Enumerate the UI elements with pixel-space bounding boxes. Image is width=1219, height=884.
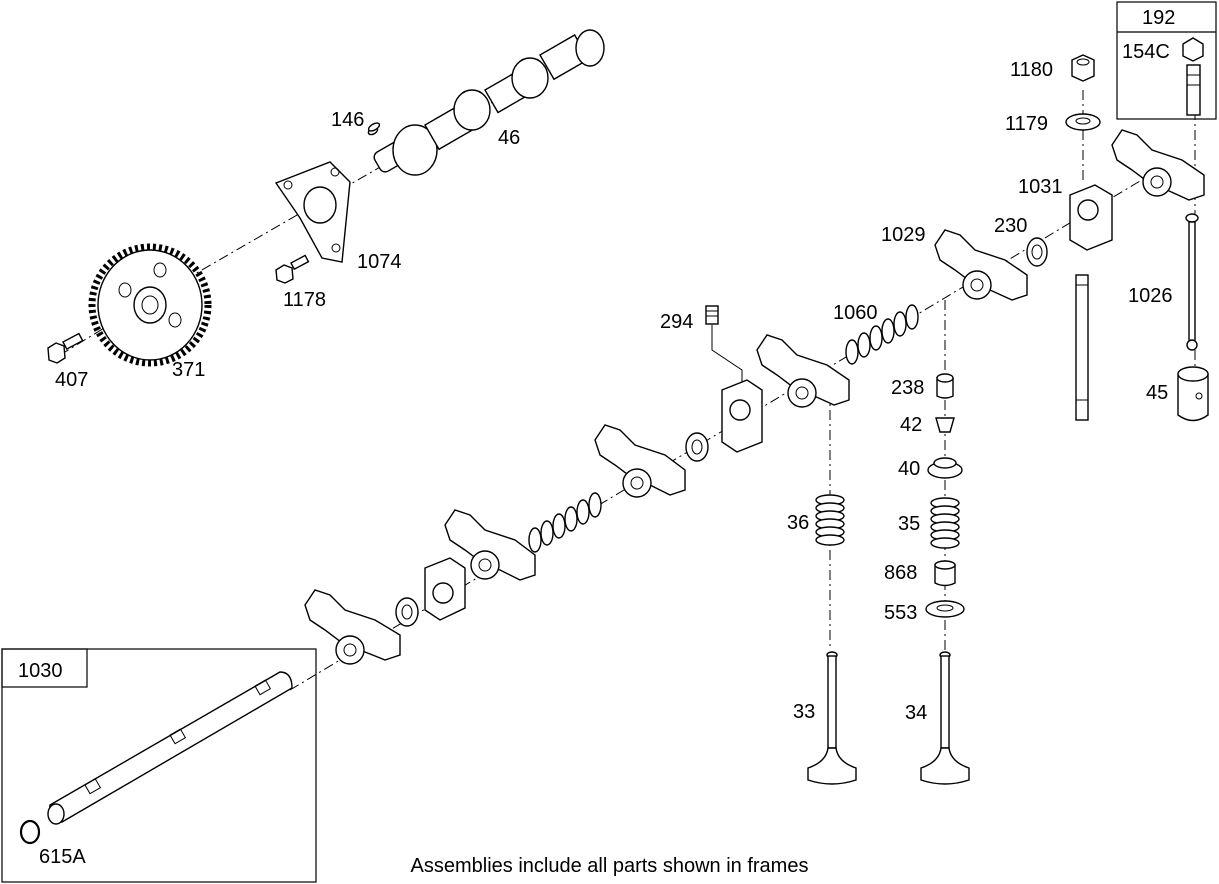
callout-34: 34 bbox=[905, 702, 927, 724]
callout-868: 868 bbox=[884, 562, 917, 584]
studs bbox=[1075, 64, 1201, 421]
callout-36: 36 bbox=[787, 512, 809, 534]
callout-615A: 615A bbox=[39, 846, 86, 868]
push-rod-1026 bbox=[1185, 213, 1199, 351]
valve-spring-36 bbox=[815, 494, 845, 546]
tappet-45 bbox=[1177, 366, 1209, 422]
camshaft-46 bbox=[367, 29, 605, 176]
nut-1180 bbox=[1071, 54, 1095, 82]
valve-spring-35 bbox=[930, 497, 960, 549]
callout-46: 46 bbox=[498, 127, 520, 149]
callout-45: 45 bbox=[1146, 382, 1168, 404]
nut-154C bbox=[1182, 37, 1204, 62]
set-screw-294 bbox=[705, 305, 719, 325]
callout-35: 35 bbox=[898, 513, 920, 535]
axis-lines bbox=[59, 39, 1196, 691]
plate-1074 bbox=[274, 161, 351, 263]
shaft-washers bbox=[395, 237, 1048, 627]
washer-1179 bbox=[1065, 113, 1101, 131]
retainer-40 bbox=[927, 457, 963, 479]
callout-238: 238 bbox=[891, 377, 924, 399]
callout-1179: 1179 bbox=[1005, 113, 1048, 135]
frame-192-label: 192 bbox=[1142, 7, 1175, 29]
callout-146: 146 bbox=[331, 109, 364, 131]
shaft-springs bbox=[528, 304, 919, 553]
valve-33 bbox=[807, 651, 857, 785]
callout-40: 40 bbox=[898, 458, 920, 480]
keepers-42 bbox=[935, 417, 955, 433]
callout-294: 294 bbox=[660, 311, 693, 333]
bolt-1178 bbox=[275, 254, 310, 284]
valve-34 bbox=[920, 651, 970, 785]
footer-note: Assemblies include all parts shown in fr… bbox=[410, 855, 809, 877]
callout-371: 371 bbox=[172, 359, 205, 381]
callout-42: 42 bbox=[900, 414, 922, 436]
key-146 bbox=[367, 122, 381, 132]
cam-gear-371 bbox=[88, 243, 212, 367]
frame-1030-label: 1030 bbox=[18, 660, 63, 682]
cap-238 bbox=[936, 373, 954, 399]
callout-407: 407 bbox=[55, 369, 88, 391]
callout-154C: 154C bbox=[1122, 41, 1170, 63]
rocker-supports bbox=[424, 184, 1113, 621]
callout-1074: 1074 bbox=[357, 251, 402, 273]
callout-1029: 1029 bbox=[881, 224, 926, 246]
rocker-arms bbox=[304, 129, 1205, 665]
washer-553 bbox=[925, 600, 965, 618]
bolt-407 bbox=[47, 332, 84, 364]
clip-615A bbox=[19, 819, 41, 845]
frame-192: 192 bbox=[1116, 1, 1217, 120]
seal-868 bbox=[934, 560, 956, 587]
callout-1026: 1026 bbox=[1128, 285, 1173, 307]
callout-1180: 1180 bbox=[1010, 59, 1053, 81]
callout-1031: 1031 bbox=[1018, 176, 1063, 198]
frame-1030: 1030 bbox=[1, 648, 317, 883]
callout-1060: 1060 bbox=[833, 302, 878, 324]
rocker-shaft bbox=[47, 671, 293, 825]
callout-labels: 146 46 1074 1178 407 371 1180 1179 154C … bbox=[39, 41, 1173, 868]
callout-33: 33 bbox=[793, 701, 815, 723]
callout-553: 553 bbox=[884, 602, 917, 624]
callout-1178: 1178 bbox=[283, 289, 326, 311]
callout-230: 230 bbox=[994, 215, 1027, 237]
